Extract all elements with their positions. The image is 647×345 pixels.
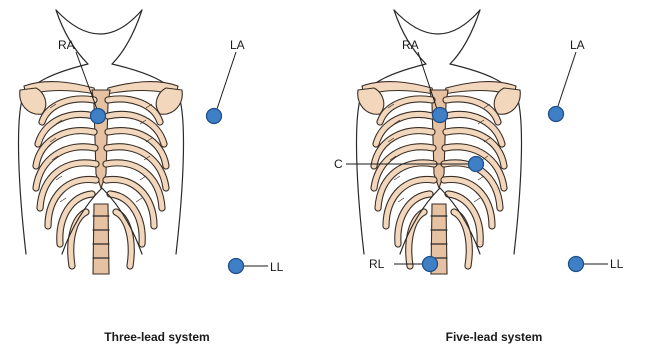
three-lead-panel: RA LA LL Three-lead system — [19, 10, 284, 344]
ll-label: LL — [270, 260, 284, 274]
ra-label: RA — [402, 38, 419, 52]
c-electrode — [469, 157, 484, 172]
la-electrode — [207, 109, 222, 124]
ra-label: RA — [58, 38, 75, 52]
ll-electrode — [569, 257, 584, 272]
ra-electrode — [91, 109, 106, 124]
la-electrode — [549, 107, 564, 122]
five-lead-panel: RA LA C RL LL Five-lead system — [334, 10, 624, 344]
rl-electrode — [423, 257, 438, 272]
la-label: LA — [230, 38, 245, 52]
c-label: C — [334, 157, 343, 171]
ra-leader-line — [76, 52, 98, 112]
ll-electrode — [229, 259, 244, 274]
five-lead-caption: Five-lead system — [446, 330, 543, 344]
ll-label: LL — [610, 257, 624, 271]
rib-cage-illustration — [357, 10, 522, 274]
la-label: LA — [570, 38, 585, 52]
la-leader-line — [216, 52, 236, 112]
rib-cage-illustration — [19, 10, 184, 274]
ra-electrode — [433, 108, 448, 123]
la-leader-line — [556, 52, 576, 112]
rl-label: RL — [369, 257, 385, 271]
three-lead-caption: Three-lead system — [104, 330, 209, 344]
